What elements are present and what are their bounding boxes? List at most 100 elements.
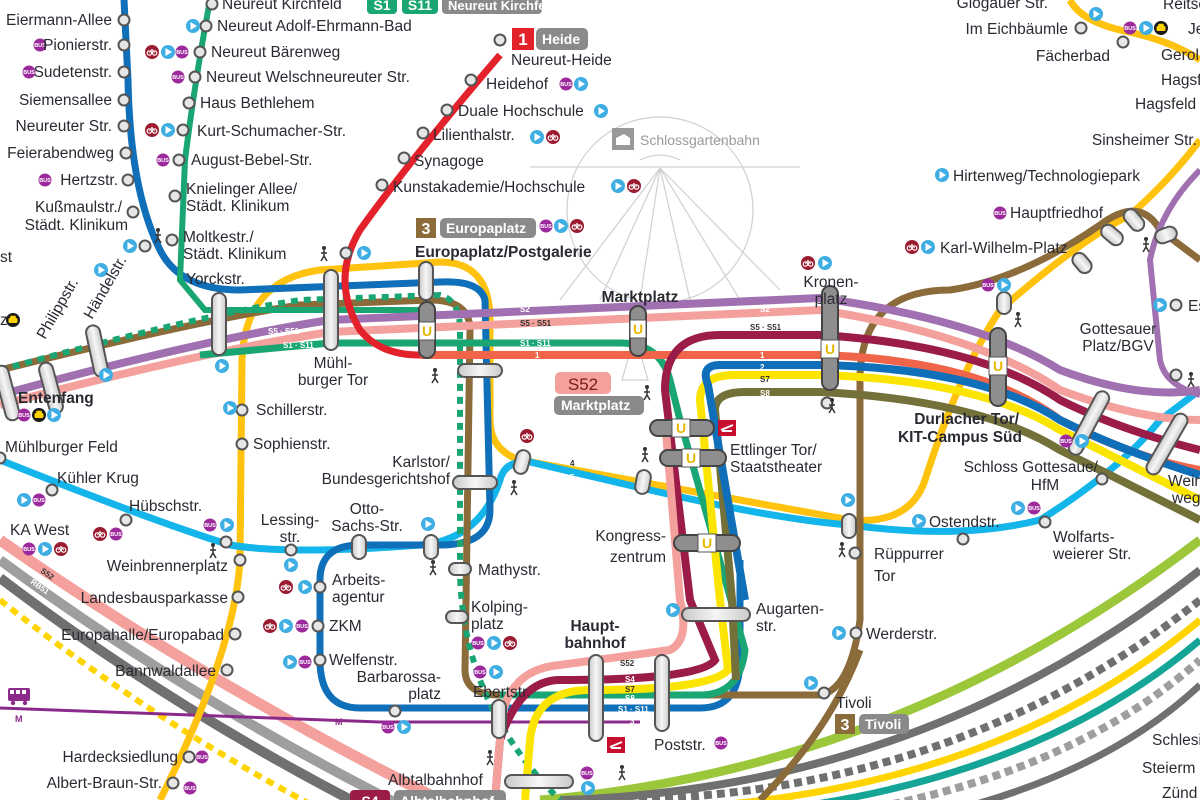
capsule-durlacher-tor-n[interactable] bbox=[996, 291, 1012, 315]
label-schloss-gottesaue-2[interactable]: HfM bbox=[1031, 477, 1059, 494]
capsule-europaplatz-east[interactable] bbox=[457, 363, 503, 378]
label-weinweg-2[interactable]: weg bbox=[1171, 490, 1200, 507]
line-s2-north[interactable] bbox=[1146, 167, 1200, 398]
label-weinweg[interactable]: Wein bbox=[1168, 473, 1200, 490]
label-arbeitsagentur-2[interactable]: agentur bbox=[332, 589, 385, 606]
label-landesbausparkasse[interactable]: Landesbausparkasse bbox=[81, 590, 228, 607]
label-muehlburger-tor[interactable]: Mühl- bbox=[314, 355, 353, 372]
label-welschneureuter[interactable]: Neureut Welschneureuter Str. bbox=[206, 69, 410, 86]
label-karlstor[interactable]: Karlstor/ bbox=[392, 454, 450, 471]
label-heidehof[interactable]: Heidehof bbox=[486, 76, 549, 93]
label-hirtenweg[interactable]: Hirtenweg/Technologiepark bbox=[953, 168, 1140, 185]
label-feierabendweg[interactable]: Feierabendweg bbox=[7, 145, 114, 162]
bus-line-m[interactable] bbox=[0, 706, 640, 724]
label-rueppurrer-tor[interactable]: Rüppurrer bbox=[874, 546, 944, 563]
capsule-augartenstr[interactable] bbox=[681, 607, 751, 622]
badge-s4-albtalbahnhof[interactable]: S4 Albtalbahnhof bbox=[350, 790, 506, 800]
label-weinbrennerplatz[interactable]: Weinbrennerplatz bbox=[107, 558, 228, 575]
line-s2[interactable] bbox=[0, 293, 1200, 399]
label-gottesauer-platz[interactable]: Gottesauer bbox=[1080, 321, 1157, 338]
stop-bannwaldallee[interactable] bbox=[220, 663, 234, 677]
capsule-hauptbahnhof[interactable] bbox=[588, 654, 604, 742]
capsule-yorckstr[interactable] bbox=[211, 292, 227, 356]
label-kongresszentrum[interactable]: Kongress- bbox=[595, 528, 666, 545]
label-barbarossaplatz-2[interactable]: platz bbox=[408, 686, 441, 703]
capsule-poststr[interactable] bbox=[654, 654, 670, 732]
stop-neureuter-str[interactable] bbox=[117, 119, 131, 133]
label-pionierstr[interactable]: Pionierstr. bbox=[43, 37, 112, 54]
capsule-karl-wilhelm[interactable] bbox=[1070, 250, 1095, 276]
label-augartenstr-2[interactable]: str. bbox=[756, 618, 777, 635]
stop-weinbrennerplatz[interactable] bbox=[233, 553, 247, 567]
capsule-otto-sachs[interactable] bbox=[423, 534, 439, 560]
stop-lilienthalstr[interactable] bbox=[416, 126, 430, 140]
label-kolpingplatz-2[interactable]: platz bbox=[471, 616, 504, 633]
label-ebertstr[interactable]: Ebertstr. bbox=[473, 684, 531, 701]
label-steierm[interactable]: Steierm bbox=[1142, 760, 1195, 777]
stop-kurt-schumacher[interactable] bbox=[176, 123, 190, 137]
label-ostendstr[interactable]: Ostendstr. bbox=[929, 514, 1000, 531]
line-re6[interactable] bbox=[0, 574, 390, 800]
u-marktplatz-south[interactable]: U bbox=[649, 418, 715, 438]
capsule-hauptfriedhof-2[interactable] bbox=[1153, 225, 1178, 246]
line-s3[interactable] bbox=[0, 597, 360, 800]
stop-synagoge[interactable] bbox=[397, 151, 411, 165]
label-arbeitsagentur[interactable]: Arbeits- bbox=[332, 572, 385, 589]
label-rueppurrer-tor-2[interactable]: Tor bbox=[874, 568, 896, 585]
stop-gottesauer-s2[interactable] bbox=[1169, 368, 1183, 382]
capsule-rueppurrer-tor[interactable] bbox=[841, 513, 857, 539]
schlossgartenbahn-poi[interactable]: Schlossgartenbahn bbox=[612, 128, 760, 150]
label-ettlinger-tor-2[interactable]: Staatstheater bbox=[730, 459, 822, 476]
label-yorckstr[interactable]: Yorckstr. bbox=[186, 271, 245, 288]
stop-arbeitsagentur[interactable] bbox=[313, 580, 327, 594]
stop-weinbrennerplatz-5[interactable] bbox=[219, 535, 233, 549]
label-albtalbahnhof[interactable]: Albtalbahnhof bbox=[388, 772, 483, 789]
stop-barbarossaplatz[interactable] bbox=[388, 704, 402, 718]
stop-tivoli[interactable] bbox=[817, 686, 831, 700]
label-schillerstr[interactable]: Schillerstr. bbox=[256, 402, 328, 419]
stop-zkm[interactable] bbox=[311, 619, 325, 633]
label-kolpingplatz[interactable]: Kolping- bbox=[471, 599, 528, 616]
label-lessingstr[interactable]: Lessing- bbox=[261, 512, 320, 529]
line-s4[interactable] bbox=[491, 331, 1200, 800]
stop-rueppurrer-tor[interactable] bbox=[848, 546, 862, 560]
label-barbarossaplatz[interactable]: Barbarossa- bbox=[357, 669, 441, 686]
stop-heidehof[interactable] bbox=[464, 73, 478, 87]
label-august-bebel[interactable]: August-Bebel-Str. bbox=[191, 152, 312, 169]
stop-pionierstr[interactable] bbox=[117, 38, 131, 52]
stop-feierabendweg[interactable] bbox=[119, 146, 133, 160]
label-knielinger-2[interactable]: Städt. Klinikum bbox=[186, 198, 289, 215]
label-hertzstr[interactable]: Hertzstr. bbox=[60, 172, 118, 189]
line-yellow-east[interactable] bbox=[620, 617, 1200, 800]
stop-siemensallee[interactable] bbox=[117, 93, 131, 107]
label-muehlburger-tor-2[interactable]: burger Tor bbox=[298, 372, 368, 389]
label-siemensallee[interactable]: Siemensallee bbox=[19, 92, 112, 109]
label-wolfartsweierer[interactable]: Wolfarts- bbox=[1053, 529, 1115, 546]
label-schloss-gottesaue[interactable]: Schloss Gottesaue/ bbox=[964, 459, 1099, 476]
capsule-albtalbahnhof[interactable] bbox=[504, 774, 574, 789]
label-philippstr[interactable]: Philippstr. bbox=[34, 275, 82, 342]
badge-s52-marktplatz[interactable]: S52 Marktplatz bbox=[554, 372, 644, 415]
capsule-muehlburger-tor[interactable] bbox=[323, 269, 339, 351]
line-2-east[interactable] bbox=[701, 361, 1200, 601]
capsule-mathystr[interactable] bbox=[448, 562, 472, 576]
label-otto-sachs[interactable]: Otto- bbox=[350, 501, 384, 518]
label-adolf-ehrmann[interactable]: Neureut Adolf-Ehrmann-Bad bbox=[217, 18, 412, 35]
stop-europahalle[interactable] bbox=[228, 627, 242, 641]
label-europahalle[interactable]: Europahalle/Europabad bbox=[61, 627, 224, 644]
stop-adolf-ehrmann[interactable] bbox=[199, 19, 213, 33]
stop-im-eichbaeumle[interactable] bbox=[1074, 21, 1088, 35]
capsule-ettlinger-tor-4[interactable] bbox=[634, 469, 652, 495]
stop-knielinger-allee[interactable] bbox=[168, 189, 182, 203]
capsule-karlstor-5[interactable] bbox=[512, 449, 532, 476]
label-otto-sachs-2[interactable]: Sachs-Str. bbox=[331, 518, 403, 535]
stop-august-bebel[interactable] bbox=[172, 153, 186, 167]
capsule-kolpingplatz[interactable] bbox=[445, 610, 469, 624]
label-kronenplatz[interactable]: Kronen- bbox=[803, 274, 858, 291]
label-moltkestr[interactable]: Moltkestr./ bbox=[183, 229, 254, 246]
u-kongresszentrum[interactable]: U bbox=[673, 533, 741, 553]
stop-eiermann-allee[interactable] bbox=[117, 13, 131, 27]
label-sinsheimer[interactable]: Sinsheimer Str. bbox=[1092, 132, 1197, 149]
label-sophienstr[interactable]: Sophienstr. bbox=[253, 436, 331, 453]
line-2[interactable] bbox=[120, 0, 744, 712]
